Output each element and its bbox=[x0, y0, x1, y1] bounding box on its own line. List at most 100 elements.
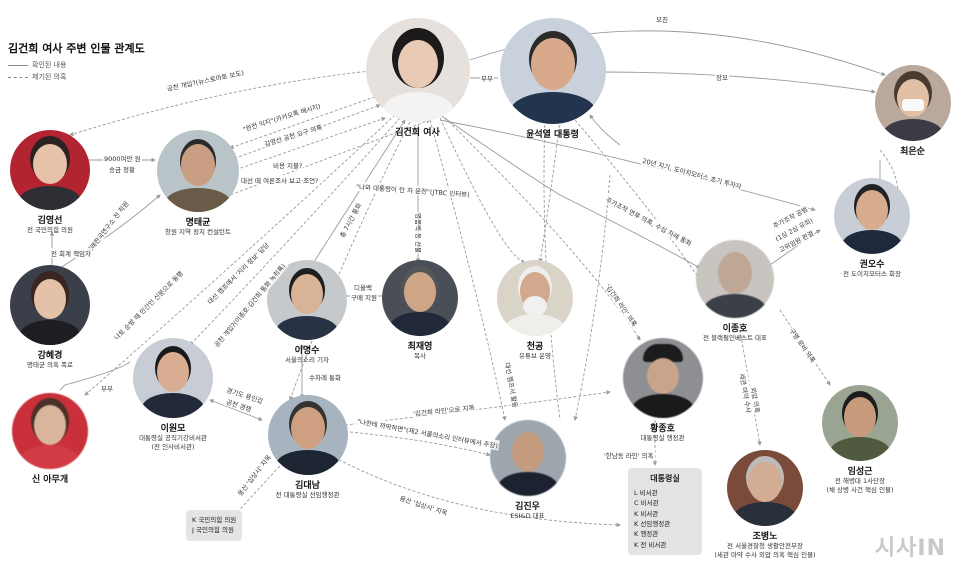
node-name: 강혜경 bbox=[37, 351, 63, 361]
portrait-hwang bbox=[622, 338, 703, 418]
portrait-choijy bbox=[382, 260, 458, 336]
office-item: K 비서관 bbox=[634, 509, 659, 518]
kj-lawmakers-box: K 국민의힘 의원 J 국민의힘 의원 bbox=[186, 510, 243, 541]
office-item: C 비서관 bbox=[634, 499, 659, 508]
node-shin[interactable]: 신 아무개 bbox=[5, 393, 95, 485]
edge-biyong bbox=[234, 117, 386, 171]
node-name: 윤석열 대통령 bbox=[526, 130, 579, 140]
legend-confirmed-label: 확인된 내용 bbox=[32, 61, 67, 69]
node-myung[interactable]: 명태균 창원 지역 정치 컨설턴트 bbox=[148, 130, 248, 237]
edge-jiwon bbox=[59, 194, 161, 269]
edge-yoon-lee bbox=[574, 119, 701, 281]
edge-label: 부부 bbox=[100, 383, 114, 393]
edge-wanjeon bbox=[229, 94, 381, 149]
edge-label: 9000여만 원 bbox=[103, 153, 142, 163]
edge-daeseon bbox=[189, 117, 401, 346]
node-desc: 창원 지역 정치 컨설턴트 bbox=[165, 228, 231, 236]
node-name: 황종호 bbox=[650, 424, 675, 434]
portrait-kimyoungsun bbox=[10, 130, 90, 210]
portrait-limsg bbox=[822, 385, 898, 461]
node-chobn[interactable]: 조병노 전 서울경찰청 생활안전부장 (세관 마약 수사 외압 의혹 핵심 인물… bbox=[700, 450, 830, 560]
edge-label: 장모 bbox=[715, 72, 729, 82]
node-limsg[interactable]: 임성근 전 해병대 1사단장 (채 상병 사건 핵심 인물) bbox=[800, 385, 920, 495]
node-desc: 서울의소리 기자 bbox=[285, 356, 329, 364]
node-name: 조병노 bbox=[752, 532, 778, 542]
node-desc: 전 해병대 1사단장 bbox=[834, 477, 886, 485]
node-name: 신 아무개 bbox=[31, 475, 69, 485]
portrait-cheongong bbox=[497, 260, 573, 336]
node-leejh[interactable]: 이종호 전 블랙펄인베스트 대표 bbox=[680, 240, 790, 343]
legend-alleged: 제기된 의혹 bbox=[8, 72, 66, 82]
portrait-leewm bbox=[133, 338, 213, 418]
node-kimkeonhee[interactable]: 김건희 여사 bbox=[360, 18, 475, 138]
legend-solid-line bbox=[8, 64, 28, 66]
portrait-yoon bbox=[499, 18, 606, 124]
edge-label: 송금 정황 bbox=[108, 164, 136, 174]
portrait-chobn bbox=[727, 450, 803, 526]
node-name: 김진우 bbox=[515, 502, 540, 512]
node-desc: 전 도이치모터스 회장 bbox=[843, 270, 901, 278]
node-kimyoungsun[interactable]: 김영선 전 국민의힘 의원 bbox=[5, 130, 95, 235]
node-desc: 명태균 의혹 폭로 bbox=[27, 361, 73, 369]
node-name: 최은순 bbox=[900, 147, 925, 157]
edge-label: '한남동 라인' 의혹 bbox=[603, 450, 655, 460]
node-kwon[interactable]: 권오수 전 도이치모터스 회장 bbox=[812, 178, 932, 279]
node-choi[interactable]: 최은순 bbox=[870, 65, 955, 157]
office-item: K 행정관 bbox=[634, 530, 659, 539]
diagram-title: 김건희 여사 주변 인물 관계도 bbox=[8, 42, 145, 55]
edge-label: 대선 때 여론조사 보고·조언? bbox=[240, 175, 320, 185]
node-desc: 대통령실 공직기강비서관 bbox=[139, 434, 207, 442]
kj-line-1: K 국민의힘 의원 bbox=[192, 516, 237, 524]
edge-doich bbox=[439, 119, 816, 212]
edge-cheongong bbox=[439, 117, 526, 264]
node-name: 김건희 여사 bbox=[395, 128, 440, 138]
office-box-title: 대통령실 bbox=[650, 474, 680, 483]
portrait-leejh bbox=[696, 240, 774, 318]
edge-label: 수차례 통화 bbox=[308, 372, 342, 382]
node-name: 김대남 bbox=[295, 481, 320, 491]
legend-dashed-line bbox=[8, 76, 28, 78]
sisain-logo: 시사IN bbox=[874, 536, 946, 561]
node-desc-2: (채 상병 사건 핵심 인물) bbox=[826, 485, 894, 494]
node-cheongong[interactable]: 천공 유튜브 운영 bbox=[495, 260, 575, 361]
portrait-myung bbox=[157, 130, 239, 212]
node-desc: 유튜브 운영 bbox=[519, 352, 551, 360]
node-kimdn[interactable]: 김대남 전 대통령실 선임행정관 bbox=[255, 395, 360, 500]
node-yoon[interactable]: 윤석열 대통령 bbox=[495, 18, 610, 140]
edge-yoon-cheon bbox=[538, 119, 561, 263]
office-item: L 비서관 bbox=[634, 488, 658, 497]
edge-sechaek bbox=[739, 329, 762, 446]
office-item: K 전 비서관 bbox=[634, 540, 667, 549]
node-kanghk[interactable]: 강혜경 명태균 의혹 폭로 bbox=[5, 265, 95, 370]
node-hwang[interactable]: 황종호 대통령실 행정관 bbox=[615, 338, 710, 443]
presidential-office-box: 대통령실 L 비서관 C 비서관 K 비서관 K 선임행정관 K 행정관 K 전… bbox=[628, 468, 702, 556]
node-leewm[interactable]: 이원모 대통령실 공직기강비서관 (전 인사비서관) bbox=[128, 338, 218, 452]
edge-gyeonggi bbox=[209, 399, 263, 421]
edge-yongsan2 bbox=[329, 454, 621, 528]
node-choijy[interactable]: 최재영 목사 bbox=[380, 260, 460, 361]
node-kimjw[interactable]: 김진우 ESI&D 대표 bbox=[485, 420, 570, 521]
portrait-kimjw bbox=[489, 420, 566, 496]
edge-kimjw bbox=[429, 119, 507, 421]
node-desc: 전 블랙펄인베스트 대표 bbox=[703, 334, 767, 342]
node-desc-2: (전 인사비서관) bbox=[151, 442, 195, 451]
node-name: 권오수 bbox=[859, 260, 885, 270]
edge-nato bbox=[84, 114, 396, 396]
edge-jangmo bbox=[599, 71, 876, 94]
node-desc: 전 대통령실 선임행정관 bbox=[275, 491, 340, 499]
portrait-kwon bbox=[834, 178, 910, 254]
node-name: 임성근 bbox=[847, 467, 873, 477]
portrait-kanghk bbox=[10, 265, 90, 345]
node-name: 김영선 bbox=[37, 216, 63, 226]
node-name: 천공 bbox=[526, 342, 544, 352]
portrait-kimdn bbox=[267, 395, 348, 475]
node-desc: 전 서울경찰청 생활안전부장 bbox=[727, 542, 803, 550]
node-desc-2: (세관 마약 수사 외압 의혹 핵심 인물) bbox=[714, 550, 816, 559]
legend-confirmed: 확인된 내용 bbox=[8, 60, 66, 70]
node-name: 이원모 bbox=[160, 424, 186, 434]
edge-hwang bbox=[444, 117, 641, 341]
office-item: K 선임행정관 bbox=[634, 519, 671, 528]
edge-label: 비용 지불? bbox=[272, 160, 304, 170]
